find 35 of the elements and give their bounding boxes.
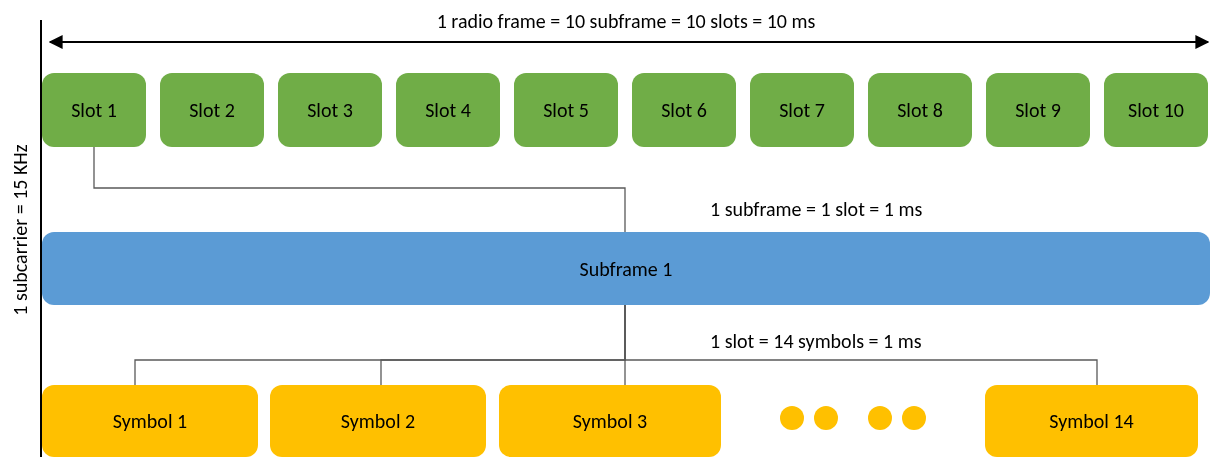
node-label: Slot 2 bbox=[189, 97, 235, 124]
axis-label: 1 subcarrier = 15 KHz bbox=[7, 144, 33, 316]
slot-box bbox=[42, 73, 146, 147]
node-label: Slot 6 bbox=[661, 97, 707, 124]
symbol-box bbox=[499, 385, 721, 457]
node-label: Symbol 2 bbox=[340, 408, 416, 435]
node-label: Slot 1 bbox=[71, 97, 117, 124]
slot-box bbox=[278, 73, 382, 147]
annotation-text: 1 subframe = 1 slot = 1 ms bbox=[710, 197, 923, 221]
node-label: Slot 5 bbox=[543, 97, 589, 124]
node-label: Slot 10 bbox=[1128, 97, 1184, 124]
slot-box bbox=[632, 73, 736, 147]
node-label: Slot 7 bbox=[779, 97, 825, 124]
node-label: Symbol 1 bbox=[112, 408, 188, 435]
subframe-bar bbox=[42, 232, 1210, 305]
connector-line bbox=[93, 146, 626, 233]
node-label: Symbol 14 bbox=[1049, 408, 1134, 435]
symbol-box bbox=[270, 385, 486, 457]
node-label: Symbol 3 bbox=[572, 408, 648, 435]
slot-box bbox=[986, 73, 1090, 147]
slot-box bbox=[1104, 73, 1208, 147]
symbol-box bbox=[42, 385, 258, 457]
node-label: Slot 8 bbox=[897, 97, 943, 124]
slot-box bbox=[160, 73, 264, 147]
dimension-label: 1 radio frame = 10 subframe = 10 slots = 10 ms bbox=[436, 9, 816, 33]
slot-box bbox=[514, 73, 618, 147]
node-label: Subframe 1 bbox=[579, 255, 673, 283]
slot-box bbox=[750, 73, 854, 147]
node-label: Slot 9 bbox=[1015, 97, 1061, 124]
symbol-box bbox=[985, 385, 1198, 457]
node-label: Slot 3 bbox=[307, 97, 353, 124]
slot-box bbox=[396, 73, 500, 147]
slot-box bbox=[868, 73, 972, 147]
node-label: Slot 4 bbox=[425, 97, 471, 124]
annotation-text: 1 slot = 14 symbols = 1 ms bbox=[710, 329, 922, 353]
